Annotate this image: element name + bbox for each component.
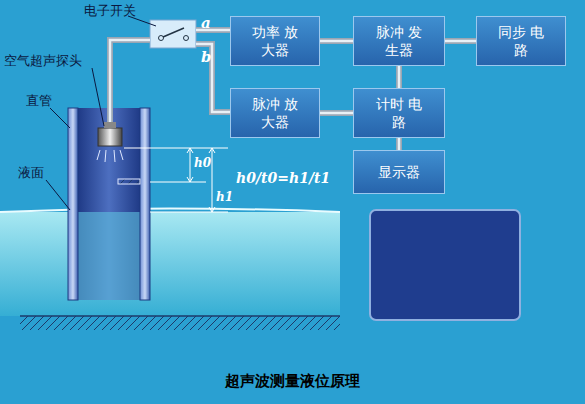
display-screen xyxy=(370,210,520,320)
block-label: 脉冲 放大器 xyxy=(251,95,299,131)
part-label: a xyxy=(201,14,211,32)
block-label: 同步 电路 xyxy=(497,23,545,59)
electronic-switch xyxy=(150,20,196,48)
leader-lines xyxy=(46,16,156,210)
signal-wire xyxy=(445,41,476,42)
tube-inside xyxy=(78,108,140,300)
block-label: 脉冲 发生器 xyxy=(375,23,423,59)
formula: h0/t0=h1/t1 xyxy=(236,170,330,186)
part-label: b xyxy=(201,48,212,66)
block-box: 计时 电路 xyxy=(353,88,445,138)
dimension-lines xyxy=(124,148,228,212)
tube-wall xyxy=(140,108,150,300)
part-label: h1 xyxy=(216,190,233,204)
ground-hatch xyxy=(20,316,340,330)
caption: 超声波测量液位原理 xyxy=(0,372,585,391)
wires xyxy=(110,30,230,122)
tube-wall xyxy=(68,108,78,300)
liquid xyxy=(0,212,340,316)
signal-wire xyxy=(399,138,400,150)
ultrasonic-probe xyxy=(98,128,122,146)
part-label: 液面 xyxy=(18,164,44,182)
block-label: 显示器 xyxy=(375,163,423,181)
reference-plate xyxy=(118,179,140,184)
block-label: 功率 放大器 xyxy=(251,23,299,59)
block-box: 显示器 xyxy=(353,150,445,194)
signal-wire xyxy=(320,113,353,114)
block-label: 计时 电路 xyxy=(375,95,423,131)
part-label: 空气超声探头 xyxy=(4,52,82,70)
block-box: 脉冲 放大器 xyxy=(230,88,320,138)
block-box: 功率 放大器 xyxy=(230,16,320,66)
signal-wire xyxy=(320,41,353,42)
block-box: 同步 电路 xyxy=(476,16,566,66)
part-label: h0 xyxy=(194,156,211,170)
block-box: 脉冲 发生器 xyxy=(353,16,445,66)
part-label: 电子开关 xyxy=(84,2,136,20)
signal-wire xyxy=(399,66,400,88)
part-label: 直管 xyxy=(26,92,52,110)
